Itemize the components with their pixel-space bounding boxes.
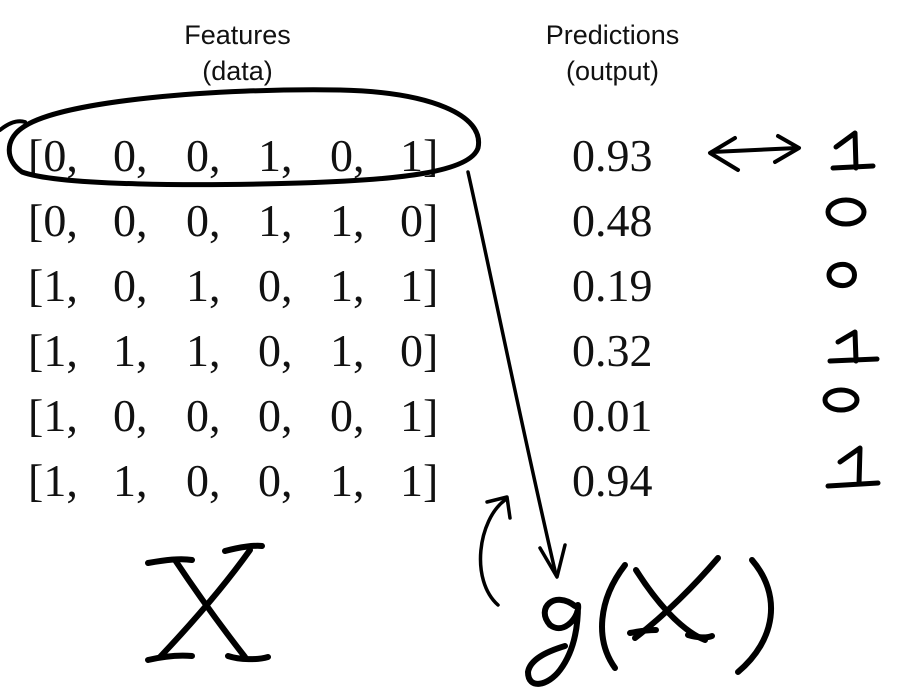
feature-value: [1, xyxy=(28,390,78,441)
ellipse-tail xyxy=(0,119,27,132)
prediction-value: 0.19 xyxy=(572,260,653,311)
curved-arrow xyxy=(478,498,507,607)
label-0-row3 xyxy=(826,262,857,288)
feature-value: 0, xyxy=(258,455,293,506)
feature-value: 0, xyxy=(330,130,365,181)
feature-value: [1, xyxy=(28,455,78,506)
prediction-value: 0.32 xyxy=(572,325,653,376)
feature-value: [0, xyxy=(28,195,78,246)
feature-value: 0, xyxy=(113,130,148,181)
feature-value: 0, xyxy=(186,130,221,181)
feature-value: 1, xyxy=(330,260,365,311)
feature-value: [1, xyxy=(28,325,78,376)
feature-value: 0, xyxy=(258,325,293,376)
feature-value: 1, xyxy=(330,325,365,376)
circled-row-ellipse xyxy=(6,87,482,188)
feature-value: 1, xyxy=(330,455,365,506)
arrow-head-down xyxy=(538,543,567,579)
handwritten-labels xyxy=(822,130,881,489)
arrow-to-function xyxy=(466,170,558,577)
feature-value: 1] xyxy=(400,455,439,506)
feature-value: 1, xyxy=(258,130,293,181)
feature-value: 1] xyxy=(400,260,439,311)
feature-value: 1, xyxy=(113,325,148,376)
feature-value: 0, xyxy=(113,390,148,441)
prediction-value: 0.94 xyxy=(572,455,653,506)
label-0-row2 xyxy=(825,197,867,227)
feature-value: 0, xyxy=(113,195,148,246)
feature-value: 0, xyxy=(186,390,221,441)
feature-value: 1, xyxy=(330,195,365,246)
features-header: Features (data) xyxy=(160,17,315,89)
label-1-row6 xyxy=(825,445,881,489)
feature-value: 1, xyxy=(113,455,148,506)
feature-value: 0] xyxy=(400,325,439,376)
feature-value: 0, xyxy=(258,260,293,311)
feature-value: 1] xyxy=(400,390,439,441)
feature-value: 1, xyxy=(186,260,221,311)
feature-value: 1, xyxy=(186,325,221,376)
handwritten-X xyxy=(145,542,271,663)
feature-value: 0, xyxy=(330,390,365,441)
prediction-value: 0.93 xyxy=(572,130,653,181)
feature-value: [0, xyxy=(28,130,78,181)
feature-value: 0, xyxy=(113,260,148,311)
double-arrow xyxy=(710,146,799,154)
label-1-row1 xyxy=(830,130,876,171)
feature-value: 0, xyxy=(186,195,221,246)
predictions-subtitle: (output) xyxy=(565,56,660,86)
feature-value: 0] xyxy=(400,195,439,246)
feature-value: 0, xyxy=(186,455,221,506)
prediction-value: 0.48 xyxy=(572,195,653,246)
predictions-header: Predictions (output) xyxy=(525,17,700,89)
feature-value: [1, xyxy=(28,260,78,311)
handwritten-g-of-X xyxy=(525,555,775,687)
features-title: Features xyxy=(184,20,291,50)
features-subtitle: (data) xyxy=(202,56,273,86)
label-0-row5 xyxy=(822,387,860,413)
feature-value: 1, xyxy=(258,195,293,246)
label-1-row4 xyxy=(827,329,880,364)
feature-value: 0, xyxy=(258,390,293,441)
predictions-title: Predictions xyxy=(545,20,680,50)
prediction-value: 0.01 xyxy=(572,390,653,441)
